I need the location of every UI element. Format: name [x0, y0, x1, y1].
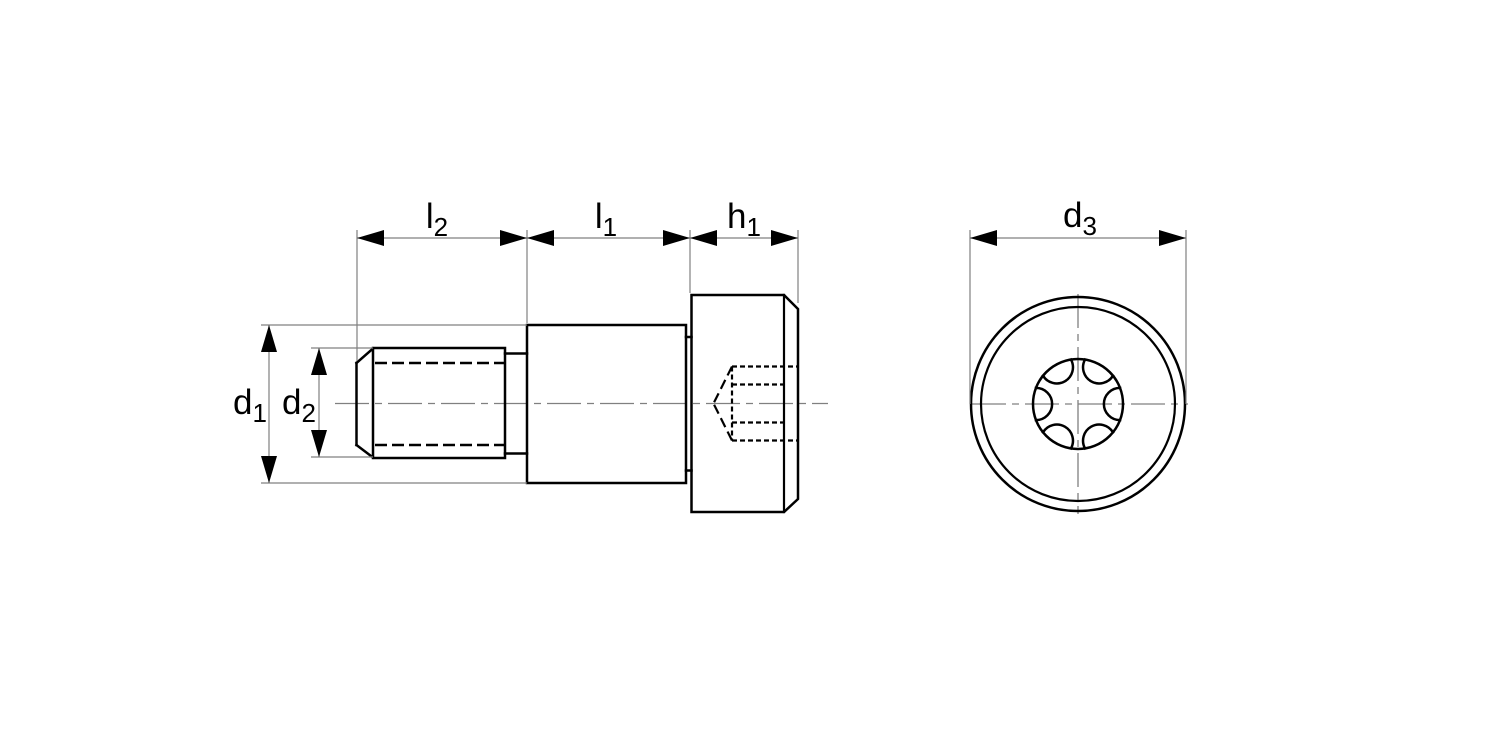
arrowhead-d1-top — [261, 325, 277, 352]
label-d3: d3 — [1063, 196, 1097, 241]
label-l2: l2 — [426, 197, 448, 242]
arrowhead-l2-left — [357, 230, 384, 246]
label-l1: l1 — [595, 197, 617, 242]
arrowhead-d3-left — [970, 230, 997, 246]
label-h1: h1 — [727, 197, 761, 242]
head-outer-circle — [969, 295, 1187, 513]
arrowhead-d2-bottom — [311, 430, 327, 457]
label-d1: d1 — [233, 383, 267, 428]
arrowhead-d1-bottom — [261, 456, 277, 483]
hidden-socket — [712, 365, 798, 442]
arrowhead-l1-left — [527, 230, 554, 246]
side-view — [335, 293, 828, 514]
torx-socket-circle — [1031, 357, 1125, 451]
thread-tip-chamfer-bottom — [354, 443, 375, 460]
arrowhead-l1-right — [663, 230, 690, 246]
dimensions: l2 l1 h1 d1 d2 d3 — [233, 196, 1187, 484]
label-d2: d2 — [282, 383, 316, 428]
arrowhead-h1-left — [690, 230, 717, 246]
thread-tip-chamfer-top — [354, 346, 375, 365]
arrowhead-l2-right — [500, 230, 527, 246]
shoulder-body — [525, 323, 688, 485]
arrowhead-h1-right — [771, 230, 798, 246]
torx-socket-lobes — [1034, 357, 1122, 451]
end-view — [969, 294, 1188, 514]
head-chamfer-circle — [979, 305, 1177, 503]
socket-cone-upper — [712, 366, 733, 404]
arrowhead-d2-top — [311, 348, 327, 375]
socket-cone-lower — [712, 403, 733, 441]
thread-body — [371, 346, 507, 460]
arrowhead-d3-right — [1159, 230, 1186, 246]
